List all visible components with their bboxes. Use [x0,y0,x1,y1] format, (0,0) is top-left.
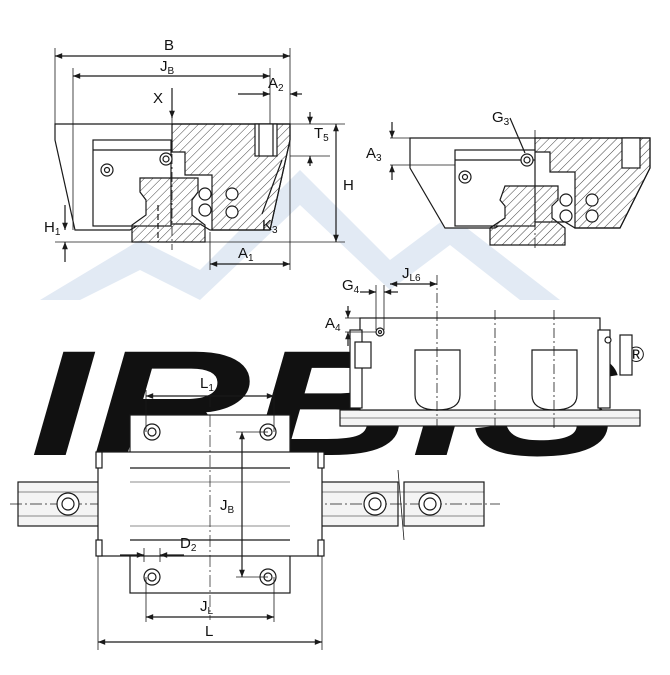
front-section-view [54,48,345,270]
top-view [10,390,500,650]
rail-hole [418,492,442,516]
label-A4: A4 [325,315,341,334]
label-K3: K3 [262,217,278,236]
rail-hole [363,492,387,516]
ball [225,205,239,219]
side-elevation-view [339,275,641,430]
rail-hole [56,492,80,516]
label-H1: H1 [44,219,61,238]
ball [198,203,212,217]
leader-K3 [261,159,283,215]
label-JB: JB [160,58,175,77]
label-D2: D2 [180,535,197,554]
top-view-labels: L1 JB D2 JL L [180,375,235,640]
label-T5: T5 [314,125,329,144]
thread-bore [254,123,278,157]
carriage-section-hatch-2 [534,137,651,229]
label-L: L [205,623,213,640]
mount-hole [143,568,161,586]
rail-section-2 [489,185,566,246]
front-view-labels: B JB A2 X T5 H H1 K3 A1 [44,37,354,264]
side-section-view [389,117,651,250]
label-A1: A1 [238,245,254,264]
watermark-mountains [40,170,560,300]
label-L1: L1 [200,375,214,394]
label-JB-top: JB [220,497,235,516]
lube-port-G4 [375,327,385,337]
label-G3: G3 [492,109,510,128]
ball [198,187,212,201]
label-B: B [164,37,174,54]
lube-nipple [100,163,114,177]
elevation-labels: G4 JL6 A4 [325,265,421,334]
mount-hole [143,423,161,441]
label-JL6: JL6 [402,265,421,284]
label-X: X [153,90,163,107]
label-H: H [343,177,354,194]
ball [225,187,239,201]
label-A2: A2 [268,75,284,94]
leader-G3 [509,117,526,154]
label-JL: JL [200,598,214,617]
side-view-labels: G3 A3 [366,109,510,164]
label-G4: G4 [342,277,360,296]
label-A3: A3 [366,145,382,164]
carriage-side [359,317,601,411]
lube-port-G3 [520,153,534,167]
